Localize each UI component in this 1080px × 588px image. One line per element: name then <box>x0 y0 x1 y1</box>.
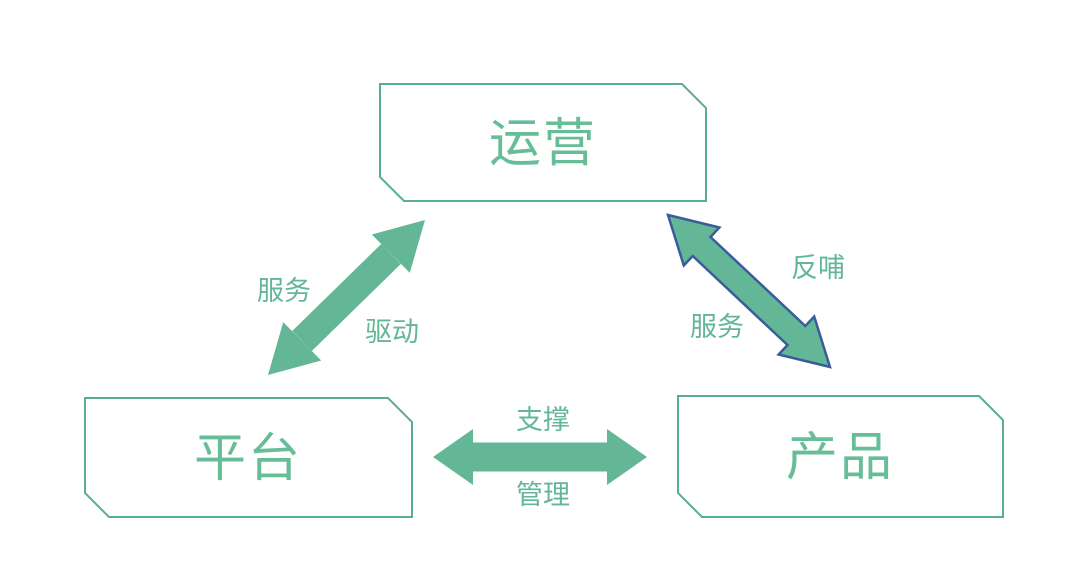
edge-label-operations-product-2: 服务 <box>690 312 744 342</box>
snip-corner-rectangle <box>379 83 707 202</box>
snip-corner-rectangle <box>677 395 1004 518</box>
arrowhead-up-right-icon <box>371 220 425 273</box>
arrowhead-right-icon <box>607 429 647 485</box>
edge-label-platform-operations-1: 服务 <box>257 276 311 306</box>
operations-box-label: 运营 <box>489 115 597 173</box>
platform-box-label: 平台 <box>194 430 302 488</box>
platform-product-arrow <box>433 429 647 485</box>
product-box: 产品 <box>677 395 1004 518</box>
operations-product-arrow <box>666 213 832 369</box>
platform-operations-arrow <box>268 220 425 375</box>
snip-corner-rectangle <box>84 397 413 518</box>
operations-box: 运营 <box>379 83 707 202</box>
edge-label-platform-product-1: 支撑 <box>516 405 570 435</box>
arrowhead-down-left-icon <box>268 322 322 375</box>
edge-label-platform-product-2: 管理 <box>516 480 570 510</box>
edge-label-platform-operations-2: 驱动 <box>365 317 419 347</box>
edge-label-operations-product-1: 反哺 <box>791 253 845 283</box>
product-box-label: 产品 <box>786 429 894 487</box>
arrowhead-left-icon <box>433 429 473 485</box>
arrow-shaft <box>292 243 401 352</box>
double-arrow-outlined-icon <box>666 213 832 369</box>
platform-box: 平台 <box>84 397 413 518</box>
